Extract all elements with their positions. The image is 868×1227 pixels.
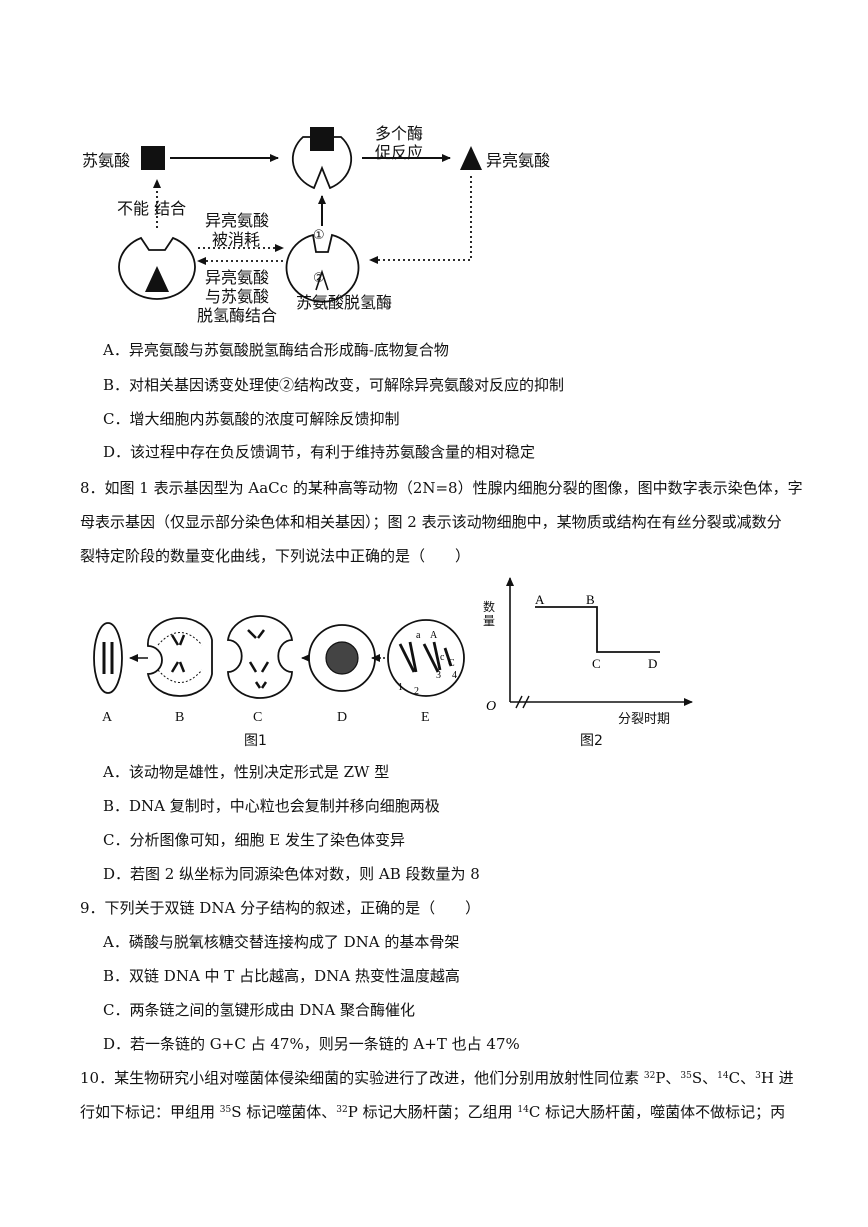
isoleucine-triangle xyxy=(460,146,482,170)
fig1-caption: 图1 xyxy=(244,733,267,749)
gene-label-4: 4 xyxy=(452,670,457,681)
fig2-axis-break xyxy=(515,695,530,709)
q7-option-c: C．增大细胞内苏氨酸的浓度可解除反馈抑制 xyxy=(103,410,400,428)
bound-isoleucine-triangle xyxy=(145,266,169,292)
cell-d-nucleus xyxy=(325,641,359,675)
q10-l2-sup-35: 35 xyxy=(219,1105,232,1115)
q10-l1-text-c: S、 xyxy=(691,1069,718,1087)
cell-c xyxy=(226,615,294,699)
fig2-caption: 图2 xyxy=(580,733,603,749)
q10-l1-sup-14: 14 xyxy=(717,1071,729,1081)
cell-b xyxy=(146,617,213,697)
gene-label-A: A xyxy=(430,630,438,641)
cell-b-chromosomes xyxy=(170,634,186,673)
fig1-label-b: B xyxy=(175,710,185,725)
q7-option-b: B．对相关基因诱变处理使②结构改变，可解除异亮氨酸对反应的抑制 xyxy=(103,376,565,394)
q8-option-a: A．该动物是雄性，性别决定形式是 ZW 型 xyxy=(103,763,390,781)
label-binds-3: 脱氢酶结合 xyxy=(197,306,278,325)
label-isoleucine: 异亮氨酸 xyxy=(486,151,551,170)
site-1-marker: ① xyxy=(313,228,325,243)
q10-l1-text-d: C、 xyxy=(728,1069,756,1087)
fig2-point-c: C xyxy=(592,656,601,671)
figure-2-chart: A B C D O xyxy=(486,577,693,714)
q8-option-b: B．DNA 复制时，中心粒也会复制并移向细胞两极 xyxy=(103,797,440,815)
fig2-point-d: D xyxy=(648,656,657,671)
fig2-point-a: A xyxy=(535,592,545,607)
q10-stem-line-1: 10．某生物研究小组对噬菌体侵染细菌的实验进行了改进，他们分别用放射性同位素 3… xyxy=(80,1068,794,1088)
q9-option-b: B．双链 DNA 中 T 占比越高，DNA 热变性温度越高 xyxy=(103,967,460,985)
q9-option-c: C．两条链之间的氢键形成由 DNA 聚合酶催化 xyxy=(103,1001,415,1019)
cell-a-chromosomes xyxy=(102,642,114,674)
q10-l1-text-e: H 进 xyxy=(760,1069,794,1087)
label-multi-enzyme-2: 促反应 xyxy=(375,143,424,162)
q9-stem: 9．下列关于双链 DNA 分子结构的叙述，正确的是（ ） xyxy=(80,899,481,917)
q10-l2-sup-14: 14 xyxy=(517,1105,529,1115)
site-2-marker: ② xyxy=(313,271,325,286)
cell-c-chromosomes xyxy=(247,629,270,689)
figure-1-cells: 1 2 3 4 a A c C xyxy=(93,615,465,699)
cell-a xyxy=(93,622,123,694)
fig2-step-line xyxy=(535,606,660,653)
fig1-label-e: E xyxy=(421,710,430,725)
q10-stem-line-2: 行如下标记：甲组用 35S 标记噬菌体、32P 标记大肠杆菌；乙组用 14C 标… xyxy=(80,1102,785,1122)
q10-l2-text-d: C 标记大肠杆菌，噬菌体不做标记；丙 xyxy=(528,1103,786,1121)
q9-option-d: D．若一条链的 G+C 占 47%，则另一条链的 A+T 也占 47% xyxy=(103,1035,520,1053)
fig1-label-c: C xyxy=(253,710,263,725)
gene-label-c: c xyxy=(440,652,445,663)
cell-e xyxy=(387,619,465,697)
q10-l2-text-a: 行如下标记：甲组用 xyxy=(80,1103,220,1121)
label-threonine: 苏氨酸 xyxy=(82,151,131,170)
label-consumed-1: 异亮氨酸 xyxy=(205,211,270,230)
enzyme-threonine-dehydrogenase xyxy=(285,233,360,303)
q10-l1-sup-3: 3 xyxy=(755,1071,761,1081)
q10-l2-text-b: S 标记噬菌体、 xyxy=(231,1103,337,1121)
q8-stem-line-1: 8．如图 1 表示基因型为 AaCc 的某种高等动物（2N=8）性腺内细胞分裂的… xyxy=(80,479,803,497)
q10-l1-text-b: P、 xyxy=(655,1069,681,1087)
gene-label-3: 3 xyxy=(436,670,441,681)
q8-option-c: C．分析图像可知，细胞 E 发生了染色体变异 xyxy=(103,831,405,849)
fig2-xlabel: 分裂时期 xyxy=(618,712,671,727)
q10-l1-sup-35: 35 xyxy=(680,1071,692,1081)
gene-label-1: 1 xyxy=(398,682,403,693)
q10-l2-text-c: P 标记大肠杆菌；乙组用 xyxy=(347,1103,518,1121)
enzyme-active-shape xyxy=(291,136,353,190)
gene-label-C: C xyxy=(448,658,455,669)
gene-label-a: a xyxy=(416,630,421,641)
cell-e-chromosomes xyxy=(398,641,453,673)
label-cannot-bind: 不能 结合 xyxy=(117,199,187,218)
bound-threonine-square xyxy=(310,127,334,151)
q7-option-a: A．异亮氨酸与苏氨酸脱氢酶结合形成酶-底物复合物 xyxy=(103,341,449,359)
gene-label-2: 2 xyxy=(414,686,419,697)
threonine-square xyxy=(141,146,165,170)
fig2-ylabel: 数量 xyxy=(483,600,496,628)
allosteric-site xyxy=(315,269,329,291)
q8-stem-line-3: 裂特定阶段的数量变化曲线，下列说法中正确的是（ ） xyxy=(80,547,471,565)
q8-stem-line-2: 母表示基因（仅显示部分染色体和相关基因）；图 2 表示该动物细胞中，某物质或结构… xyxy=(80,513,782,531)
label-enzyme-name: 苏氨酸脱氢酶 xyxy=(296,293,393,312)
q7-option-d: D．该过程中存在负反馈调节，有利于维持苏氨酸含量的相对稳定 xyxy=(103,443,536,461)
fig1-label-d: D xyxy=(337,710,348,725)
fig2-point-b: B xyxy=(586,592,595,607)
feedback-diagram-svg xyxy=(118,127,482,303)
fig2-origin: O xyxy=(486,699,496,714)
q10-l1-text-a: 10．某生物研究小组对噬菌体侵染细菌的实验进行了改进，他们分别用放射性同位素 xyxy=(80,1069,644,1087)
q10-l1-sup-32: 32 xyxy=(643,1071,656,1081)
q10-l2-sup-32: 32 xyxy=(336,1105,348,1115)
fig1-label-a: A xyxy=(102,710,113,725)
label-binds-1: 异亮氨酸 xyxy=(205,268,270,287)
label-consumed-2: 被消耗 xyxy=(212,230,261,249)
label-binds-2: 与苏氨酸 xyxy=(205,287,270,306)
dotted-feedback-path xyxy=(369,176,472,264)
label-multi-enzyme-1: 多个酶 xyxy=(375,124,424,143)
q9-option-a: A．磷酸与脱氧核糖交替连接构成了 DNA 的基本骨架 xyxy=(103,933,460,951)
cell-b-spindle xyxy=(157,632,203,683)
q8-option-d: D．若图 2 纵坐标为同源染色体对数，则 AB 段数量为 8 xyxy=(103,865,480,883)
